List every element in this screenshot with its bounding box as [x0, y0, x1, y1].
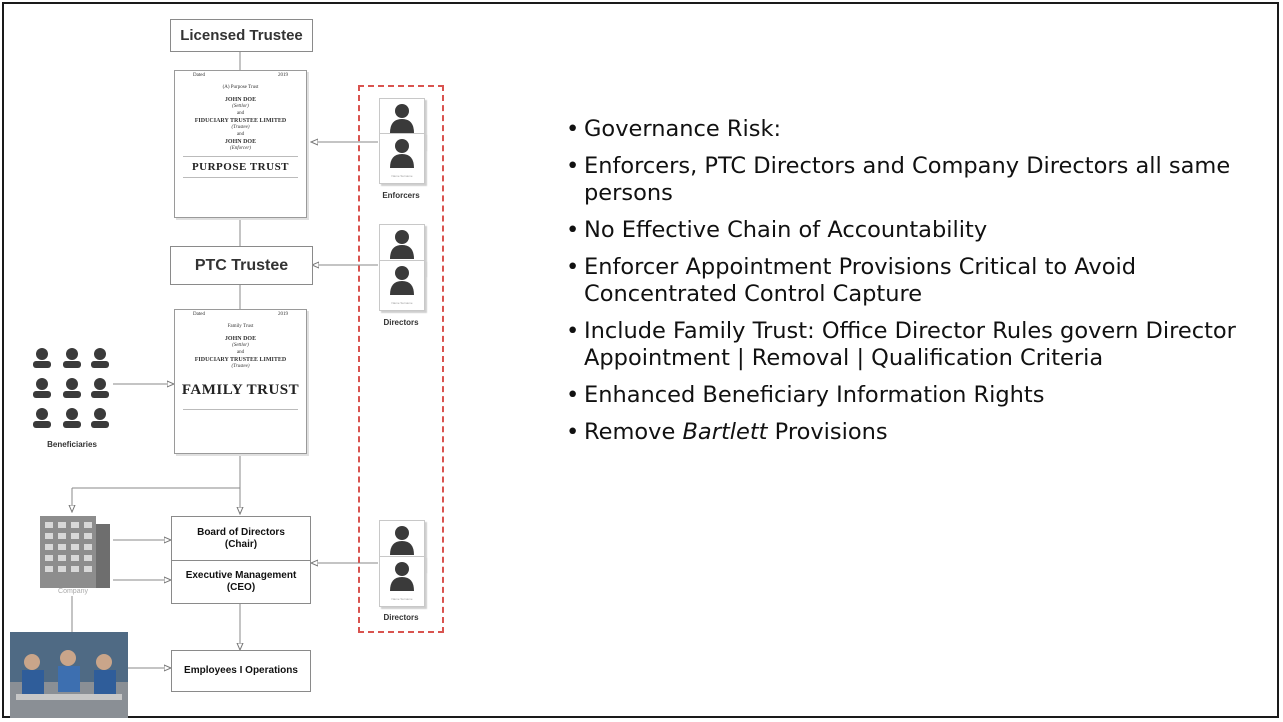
person-icon: [390, 230, 414, 259]
beneficiary-icon: [63, 408, 81, 428]
purpose-doc-party2: FIDUCIARY TRUSTEE LIMITED: [194, 118, 287, 124]
family-doc-heading: Family Trust: [227, 324, 254, 329]
beneficiary-icon: [91, 378, 109, 398]
beneficiaries-label: Beneficiaries: [47, 440, 97, 449]
bullet-item: Governance Risk:: [566, 116, 1246, 143]
ptc-director-card-2: Name Surname: [379, 260, 425, 311]
bullet-text: Provisions: [767, 419, 888, 445]
family-doc-rule: [183, 409, 298, 410]
company-directors-label: Directors: [383, 613, 419, 622]
purpose-doc-rule-top: [183, 156, 298, 157]
person-icon: [390, 139, 414, 168]
company-director-card-2: Name Surname: [379, 556, 425, 607]
bullet-item: Enforcers, PTC Directors and Company Dir…: [566, 153, 1246, 207]
board-sub: (Chair): [224, 538, 258, 550]
purpose-doc-party1-role: (Settlor): [232, 104, 249, 109]
family-doc-party1: JOHN DOE: [224, 336, 257, 342]
family-doc-date-right: 2019: [278, 312, 288, 317]
employees-operations-box: Employees I Operations: [171, 650, 311, 692]
bullet-emphasis: Bartlett: [682, 419, 768, 445]
purpose-doc-party1: JOHN DOE: [224, 97, 257, 103]
family-doc-and1: and: [236, 350, 245, 355]
bullet-list: Governance Risk: Enforcers, PTC Director…: [566, 116, 1246, 456]
beneficiary-icon: [33, 348, 51, 368]
purpose-doc-party2-role: (Trustee): [231, 125, 250, 130]
beneficiaries-icon-grid: [33, 348, 109, 428]
controllers-dashed-group: [358, 85, 444, 633]
family-trust-document: Dated 2019 Family Trust JOHN DOE (Settlo…: [174, 309, 307, 454]
ptc-trustee-label: PTC Trustee: [194, 256, 289, 274]
purpose-doc-party3: JOHN DOE: [224, 139, 257, 145]
purpose-doc-heading: (A) Purpose Trust: [222, 85, 259, 90]
purpose-doc-title: PURPOSE TRUST: [191, 161, 290, 173]
person-caption: Name Surname: [391, 597, 413, 601]
bullet-item: Enforcer Appointment Provisions Critical…: [566, 254, 1246, 308]
bullet-item: Remove Bartlett Provisions: [566, 419, 1246, 446]
exec-title: Executive Management: [185, 570, 297, 581]
ptc-directors-label: Directors: [383, 318, 419, 327]
licensed-trustee-label: Licensed Trustee: [180, 27, 303, 44]
workers-photo: [10, 632, 128, 718]
board-title: Board of Directors: [197, 526, 285, 538]
family-doc-party2: FIDUCIARY TRUSTEE LIMITED: [194, 357, 287, 363]
beneficiary-icon: [33, 378, 51, 398]
beneficiary-icon: [63, 348, 81, 368]
exec-sub: (CEO): [226, 582, 256, 593]
enforcers-label: Enforcers: [382, 191, 420, 200]
bullet-text: Remove: [584, 419, 683, 445]
enforcer-card-2: Name Surname: [379, 133, 425, 184]
beneficiary-icon: [91, 348, 109, 368]
purpose-doc-and2: and: [236, 132, 245, 137]
person-icon: [390, 266, 414, 295]
bullet-item: No Effective Chain of Accountability: [566, 217, 1246, 244]
beneficiary-icon: [33, 408, 51, 428]
person-icon: [390, 562, 414, 591]
family-doc-date-left: Dated: [193, 312, 205, 317]
ptc-trustee-box: PTC Trustee: [170, 246, 313, 285]
employees-label: Employees I Operations: [184, 665, 298, 676]
person-caption: Name Surname: [391, 174, 413, 178]
person-caption: Name Surname: [391, 301, 413, 305]
beneficiary-icon: [91, 408, 109, 428]
purpose-doc-date-right: 2019: [278, 73, 288, 78]
company-label: Company: [58, 588, 88, 595]
board-of-directors-box: Board of Directors (Chair): [171, 516, 311, 561]
family-doc-party2-role: (Trustee): [231, 364, 250, 369]
purpose-doc-date-left: Dated: [193, 73, 205, 78]
bullet-item: Enhanced Beneficiary Information Rights: [566, 382, 1246, 409]
bullet-item: Include Family Trust: Office Director Ru…: [566, 318, 1246, 372]
licensed-trustee-box: Licensed Trustee: [170, 19, 313, 52]
building-icon: [40, 516, 110, 588]
family-doc-party1-role: (Settlor): [232, 343, 249, 348]
family-doc-title: FAMILY TRUST: [181, 382, 300, 398]
executive-management-box: Executive Management (CEO): [171, 560, 311, 604]
person-icon: [390, 104, 414, 133]
purpose-doc-and1: and: [236, 111, 245, 116]
purpose-doc-rule-bottom: [183, 177, 298, 178]
person-icon: [390, 526, 414, 555]
purpose-doc-party3-role: (Enforcer): [230, 146, 251, 151]
beneficiary-icon: [63, 378, 81, 398]
purpose-trust-document: Dated 2019 (A) Purpose Trust JOHN DOE (S…: [174, 70, 307, 218]
